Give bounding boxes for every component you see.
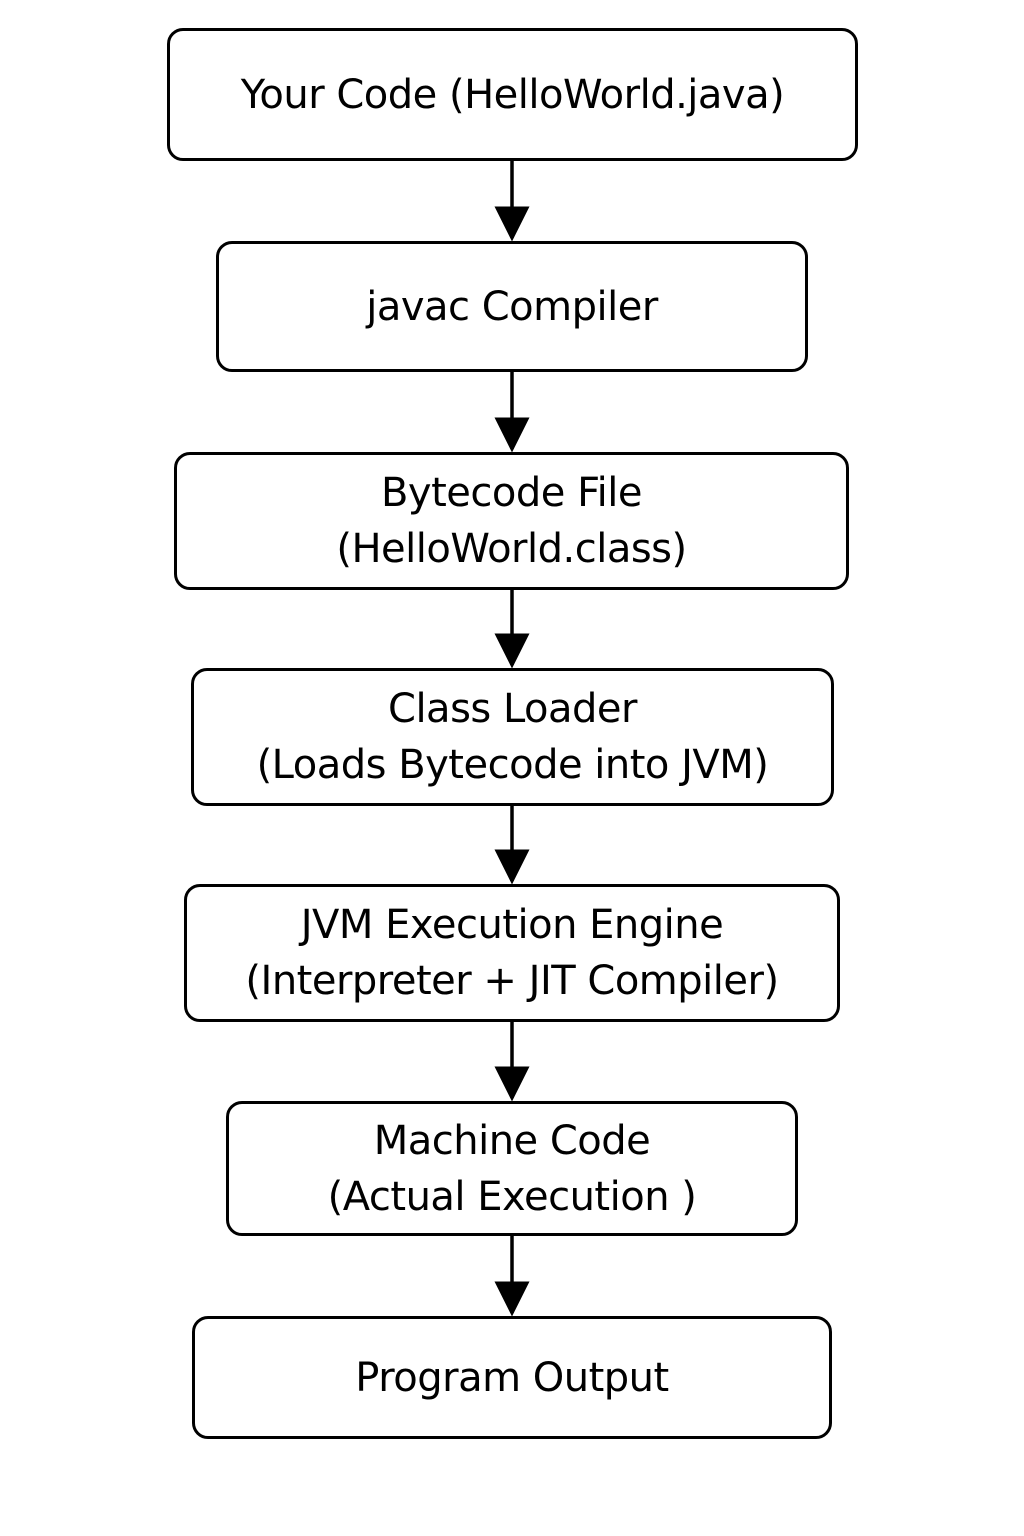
node-bytecode-file-detail: (HelloWorld.class) <box>336 526 687 572</box>
node-your-code: Your Code (HelloWorld.java) <box>167 28 858 161</box>
node-program-output-label: Program Output <box>355 1354 669 1401</box>
node-javac-compiler-label: javac Compiler <box>366 283 658 330</box>
node-class-loader-title: Class Loader <box>388 686 637 732</box>
node-jvm-execution-engine-detail: (Interpreter + JIT Compiler) <box>245 958 779 1004</box>
node-jvm-execution-engine-title: JVM Execution Engine <box>300 902 724 948</box>
node-bytecode-file-title: Bytecode File <box>380 470 643 516</box>
node-class-loader: Class Loader (Loads Bytecode into JVM) <box>191 668 834 806</box>
node-machine-code-title: Machine Code <box>373 1117 651 1164</box>
node-machine-code-detail: (Actual Execution ) <box>327 1173 697 1220</box>
node-class-loader-detail: (Loads Bytecode into JVM) <box>256 742 769 788</box>
node-your-code-label: Your Code (HelloWorld.java) <box>240 71 785 118</box>
node-jvm-execution-engine: JVM Execution Engine (Interpreter + JIT … <box>184 884 840 1022</box>
node-program-output: Program Output <box>192 1316 832 1439</box>
node-bytecode-file: Bytecode File (HelloWorld.class) <box>174 452 849 590</box>
node-machine-code: Machine Code (Actual Execution ) <box>226 1101 798 1236</box>
node-javac-compiler: javac Compiler <box>216 241 808 372</box>
